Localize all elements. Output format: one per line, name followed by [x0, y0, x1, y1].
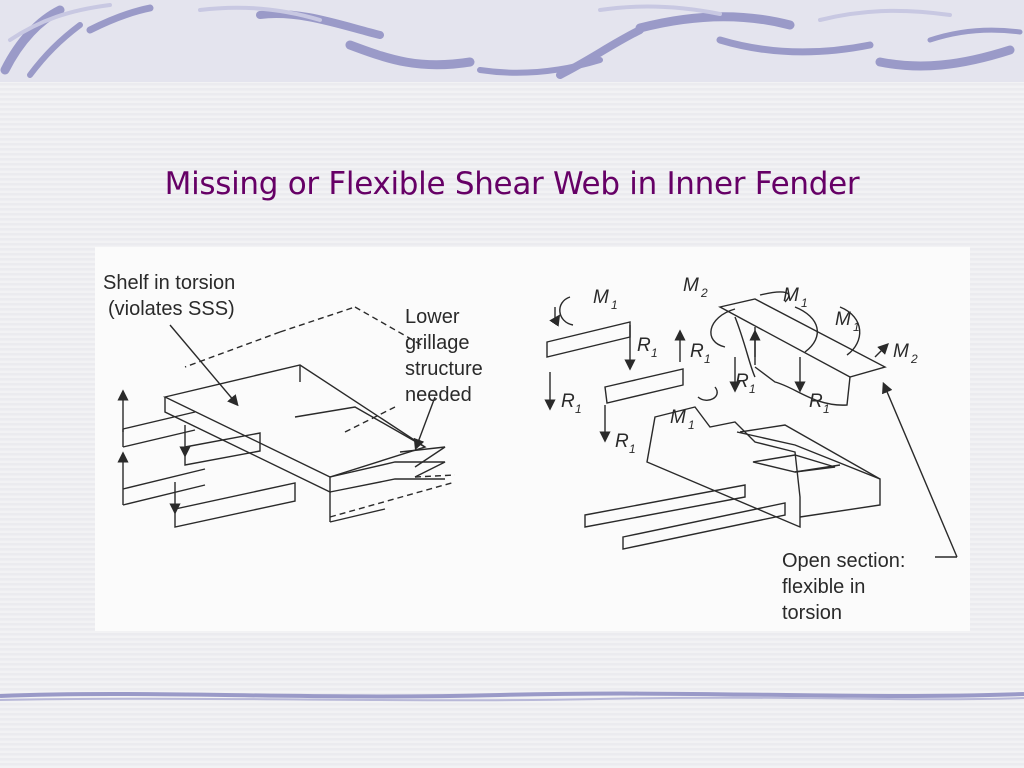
- structural-diagram: Shelf in torsion (violates SSS) Lower gr…: [95, 247, 970, 631]
- swirl-decoration-icon: [0, 3, 1023, 79]
- m1-sub-d: 1: [688, 418, 695, 432]
- r1-sub-a: 1: [651, 346, 658, 360]
- r1-sub-f: 1: [629, 442, 636, 456]
- lower-grillage-label-line1: Lower: [405, 306, 460, 328]
- lower-grillage-label-line4: needed: [405, 384, 472, 406]
- r1-label-c: R: [735, 371, 749, 392]
- r1-sub-b: 1: [704, 352, 711, 366]
- m2-sub-a: 2: [700, 286, 708, 300]
- lower-grillage-label-line2: grillage: [405, 332, 469, 354]
- slide-title: Missing or Flexible Shear Web in Inner F…: [164, 166, 860, 202]
- open-section-label-line1: Open section:: [782, 550, 905, 572]
- m2-sub-b: 2: [910, 352, 918, 366]
- lower-grillage-label-line3: structure: [405, 358, 483, 380]
- m1-label-a: M: [593, 287, 609, 308]
- wave-line-icon: [0, 691, 1024, 702]
- top-banner: [0, 0, 1024, 82]
- r1-label-f: R: [615, 431, 629, 452]
- m2-label-a: M: [683, 275, 699, 296]
- m1-sub-a: 1: [611, 298, 618, 312]
- m1-sub-c: 1: [853, 320, 860, 334]
- bottom-divider: [0, 688, 1024, 708]
- r1-sub-e: 1: [575, 402, 582, 416]
- r1-label-e: R: [561, 391, 575, 412]
- shelf-label-line2: (violates SSS): [108, 298, 235, 320]
- m2-label-b: M: [893, 341, 909, 362]
- r1-label-b: R: [690, 341, 704, 362]
- r1-label-a: R: [637, 335, 651, 356]
- m1-label-b: M: [783, 285, 799, 306]
- open-section-label-line3: torsion: [782, 602, 842, 624]
- shelf-label-line1: Shelf in torsion: [103, 272, 235, 294]
- r1-label-d: R: [809, 391, 823, 412]
- r1-sub-d: 1: [823, 402, 830, 416]
- m1-label-d: M: [670, 407, 686, 428]
- r1-sub-c: 1: [749, 382, 756, 396]
- open-section-label-line2: flexible in: [782, 576, 865, 598]
- diagram-drawing: Shelf in torsion (violates SSS) Lower gr…: [103, 272, 958, 624]
- m1-label-c: M: [835, 309, 851, 330]
- m1-sub-b: 1: [801, 296, 808, 310]
